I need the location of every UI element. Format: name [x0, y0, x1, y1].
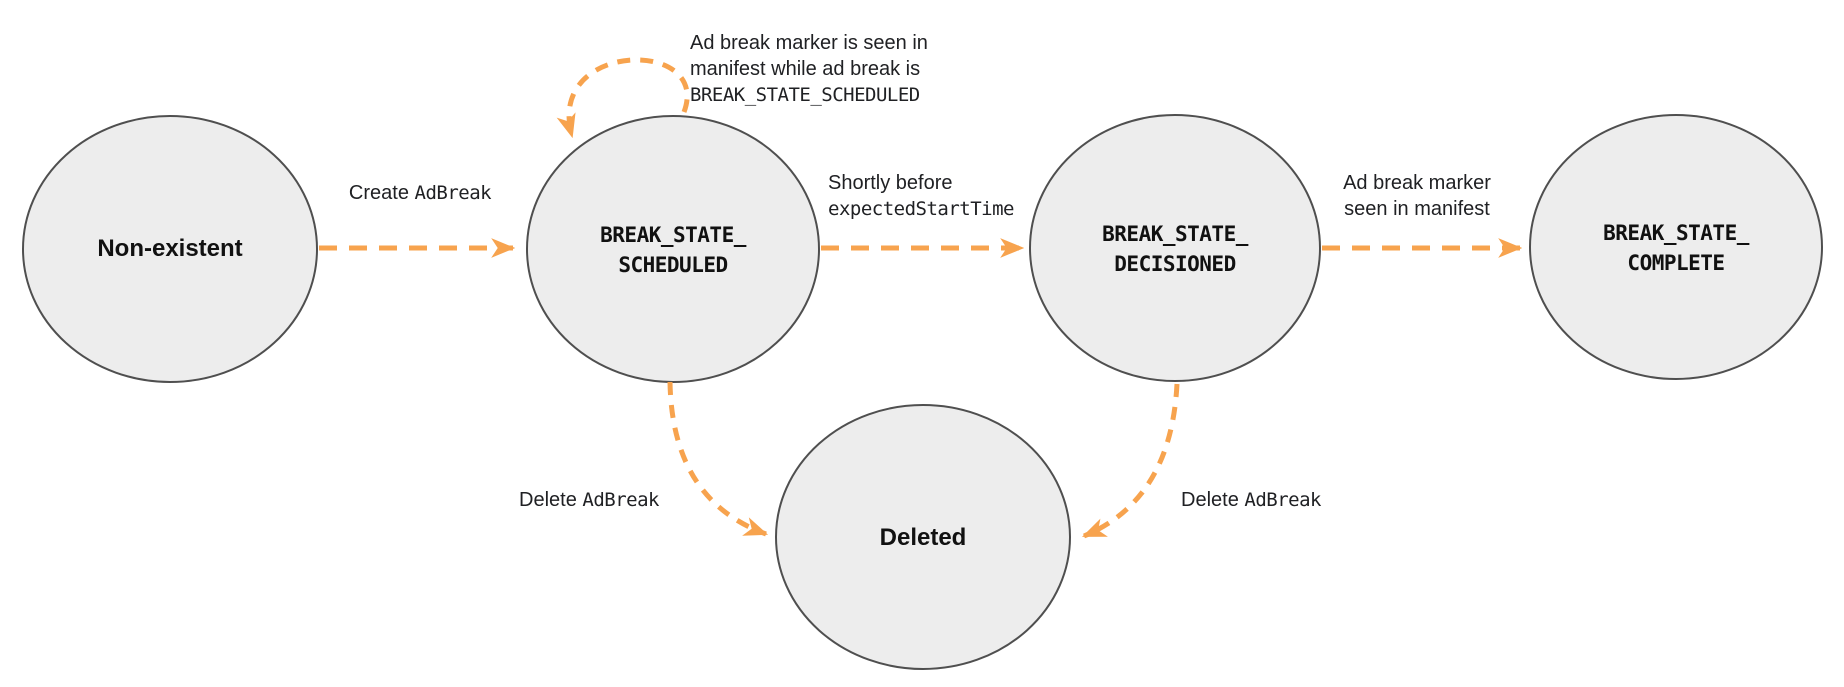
edge-label-delete-adbreak-right: Delete AdBreak [1181, 487, 1321, 513]
node-label-break-state-complete: BREAK_STATE_ COMPLETE [1603, 218, 1749, 278]
node-label-line: BREAK_STATE_ [1603, 221, 1749, 245]
edge-label-code: AdBreak [1244, 489, 1321, 511]
edge-label-text: Delete [1181, 489, 1245, 511]
edge-label-text: Shortly before [828, 172, 953, 194]
node-label-line: BREAK_STATE_ [600, 223, 746, 247]
state-node-non-existent [22, 115, 318, 383]
state-node-break-state-scheduled [526, 115, 820, 383]
edge-label-shortly-before: Shortly before expectedStartTime [828, 170, 1014, 222]
edge-label-code: expectedStartTime [828, 198, 1014, 220]
edge-label-self-loop-annotation: Ad break marker is seen in manifest whil… [690, 30, 928, 108]
state-node-deleted [775, 404, 1071, 670]
edge-label-code: AdBreak [414, 182, 492, 204]
state-node-break-state-complete [1529, 114, 1823, 380]
edge-label-text: Ad break marker is seen in [690, 32, 928, 54]
node-label-break-state-decisioned: BREAK_STATE_ DECISIONED [1102, 219, 1248, 279]
edge-decisioned-to-deleted-arrow [1081, 383, 1180, 539]
edge-label-text: Delete [519, 489, 583, 511]
node-label-non-existent: Non-existent [97, 235, 243, 262]
edge-label-delete-adbreak-left: Delete AdBreak [519, 487, 659, 513]
node-label-break-state-scheduled: BREAK_STATE_ SCHEDULED [600, 220, 746, 280]
edge-label-code: AdBreak [582, 489, 659, 511]
edge-label-create-adbreak: Create AdBreak [348, 180, 492, 206]
edge-label-marker-seen: Ad break marker seen in manifest [1343, 170, 1491, 222]
node-label-line: SCHEDULED [618, 253, 728, 277]
edge-label-text: manifest while ad break is [690, 58, 921, 80]
node-label-line: DECISIONED [1114, 252, 1236, 276]
node-label-line: BREAK_STATE_ [1102, 222, 1248, 246]
edge-scheduled-to-deleted-arrow [667, 381, 769, 537]
node-label-deleted: Deleted [879, 524, 967, 551]
edge-label-text: Ad break marker [1343, 172, 1491, 194]
state-node-break-state-decisioned [1029, 114, 1321, 382]
edge-scheduled-self-loop-arrow [556, 57, 690, 139]
edge-label-code: BREAK_STATE_SCHEDULED [690, 84, 920, 106]
edge-label-text: seen in manifest [1344, 198, 1490, 220]
edge-label-text: Create [348, 182, 415, 204]
node-label-line: COMPLETE [1627, 251, 1725, 275]
